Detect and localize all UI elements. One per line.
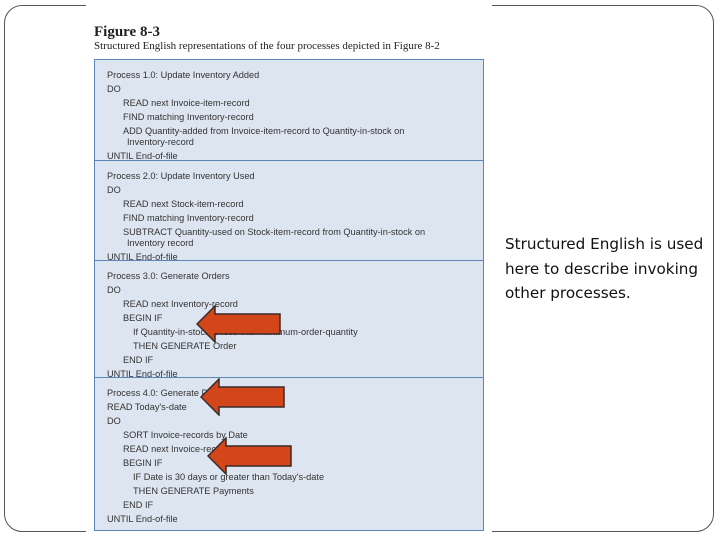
arrow-left-shape: [196, 305, 281, 343]
code-line: READ Today's-date: [107, 402, 187, 412]
side-note-line: Structured English is used: [505, 235, 704, 253]
code-line: FIND matching Inventory-record: [123, 213, 254, 223]
code-line: Inventory record: [127, 238, 194, 248]
code-line: READ next Stock-item-record: [123, 199, 244, 209]
process-heading: Process 4.0: Generate Payments: [107, 388, 243, 398]
code-line: UNTIL End-of-file: [107, 514, 178, 524]
side-note-line: other processes.: [505, 284, 631, 302]
arrow-left-icon: [207, 437, 292, 475]
code-line: READ next Invoice-record: [123, 444, 230, 454]
code-line: Inventory-record: [127, 137, 194, 147]
figure-caption: Structured English representations of th…: [94, 40, 440, 52]
code-line: DO: [107, 84, 121, 94]
code-line: BEGIN IF: [123, 458, 163, 468]
code-line: SUBTRACT Quantity-used on Stock-item-rec…: [123, 227, 426, 237]
process-heading: Process 1.0: Update Inventory Added: [107, 70, 260, 80]
code-line: UNTIL End-of-file: [107, 252, 178, 262]
process-heading: Process 3.0: Generate Orders: [107, 271, 230, 281]
code-line: BEGIN IF: [123, 313, 163, 323]
code-line: READ next Inventory-record: [123, 299, 238, 309]
code-line: DO: [107, 285, 121, 295]
figure-title: Figure 8-3: [94, 24, 160, 40]
arrow-left-shape: [200, 378, 285, 416]
code-line: DO: [107, 416, 121, 426]
code-line: UNTIL End-of-file: [107, 369, 178, 379]
code-line: UNTIL End-of-file: [107, 151, 178, 161]
code-line: FIND matching Inventory-record: [123, 112, 254, 122]
code-line: SORT Invoice-records by Date: [123, 430, 248, 440]
side-note-line: here to describe invoking: [505, 259, 699, 278]
process-heading: Process 2.0: Update Inventory Used: [107, 171, 255, 181]
code-line: END IF: [123, 500, 154, 510]
code-line: THEN GENERATE Payments: [133, 486, 254, 496]
code-line: ADD Quantity-added from Invoice-item-rec…: [123, 126, 405, 136]
code-line: IF Date is 30 days or greater than Today…: [133, 472, 325, 482]
code-line: END IF: [123, 355, 154, 365]
arrow-left-shape: [207, 437, 292, 475]
code-line: THEN GENERATE Order: [133, 341, 237, 351]
arrow-left-icon: [200, 378, 285, 416]
arrow-left-icon: [196, 305, 281, 343]
code-line: DO: [107, 185, 121, 195]
side-note: Structured English is used here to descr…: [505, 232, 717, 306]
code-line: READ next Invoice-item-record: [123, 98, 250, 108]
